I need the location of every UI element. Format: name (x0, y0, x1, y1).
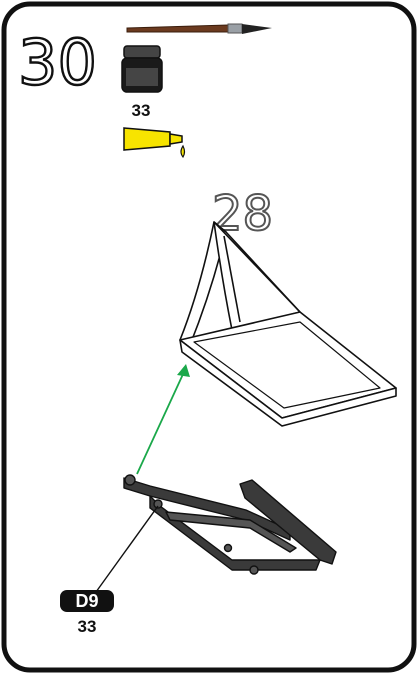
part-id-badge: D9 (60, 590, 114, 612)
paint-pot-icon (122, 46, 162, 92)
part-paint-code: 33 (60, 617, 114, 637)
paint-code-label: 33 (118, 101, 164, 121)
step-number: 30 (18, 26, 97, 99)
